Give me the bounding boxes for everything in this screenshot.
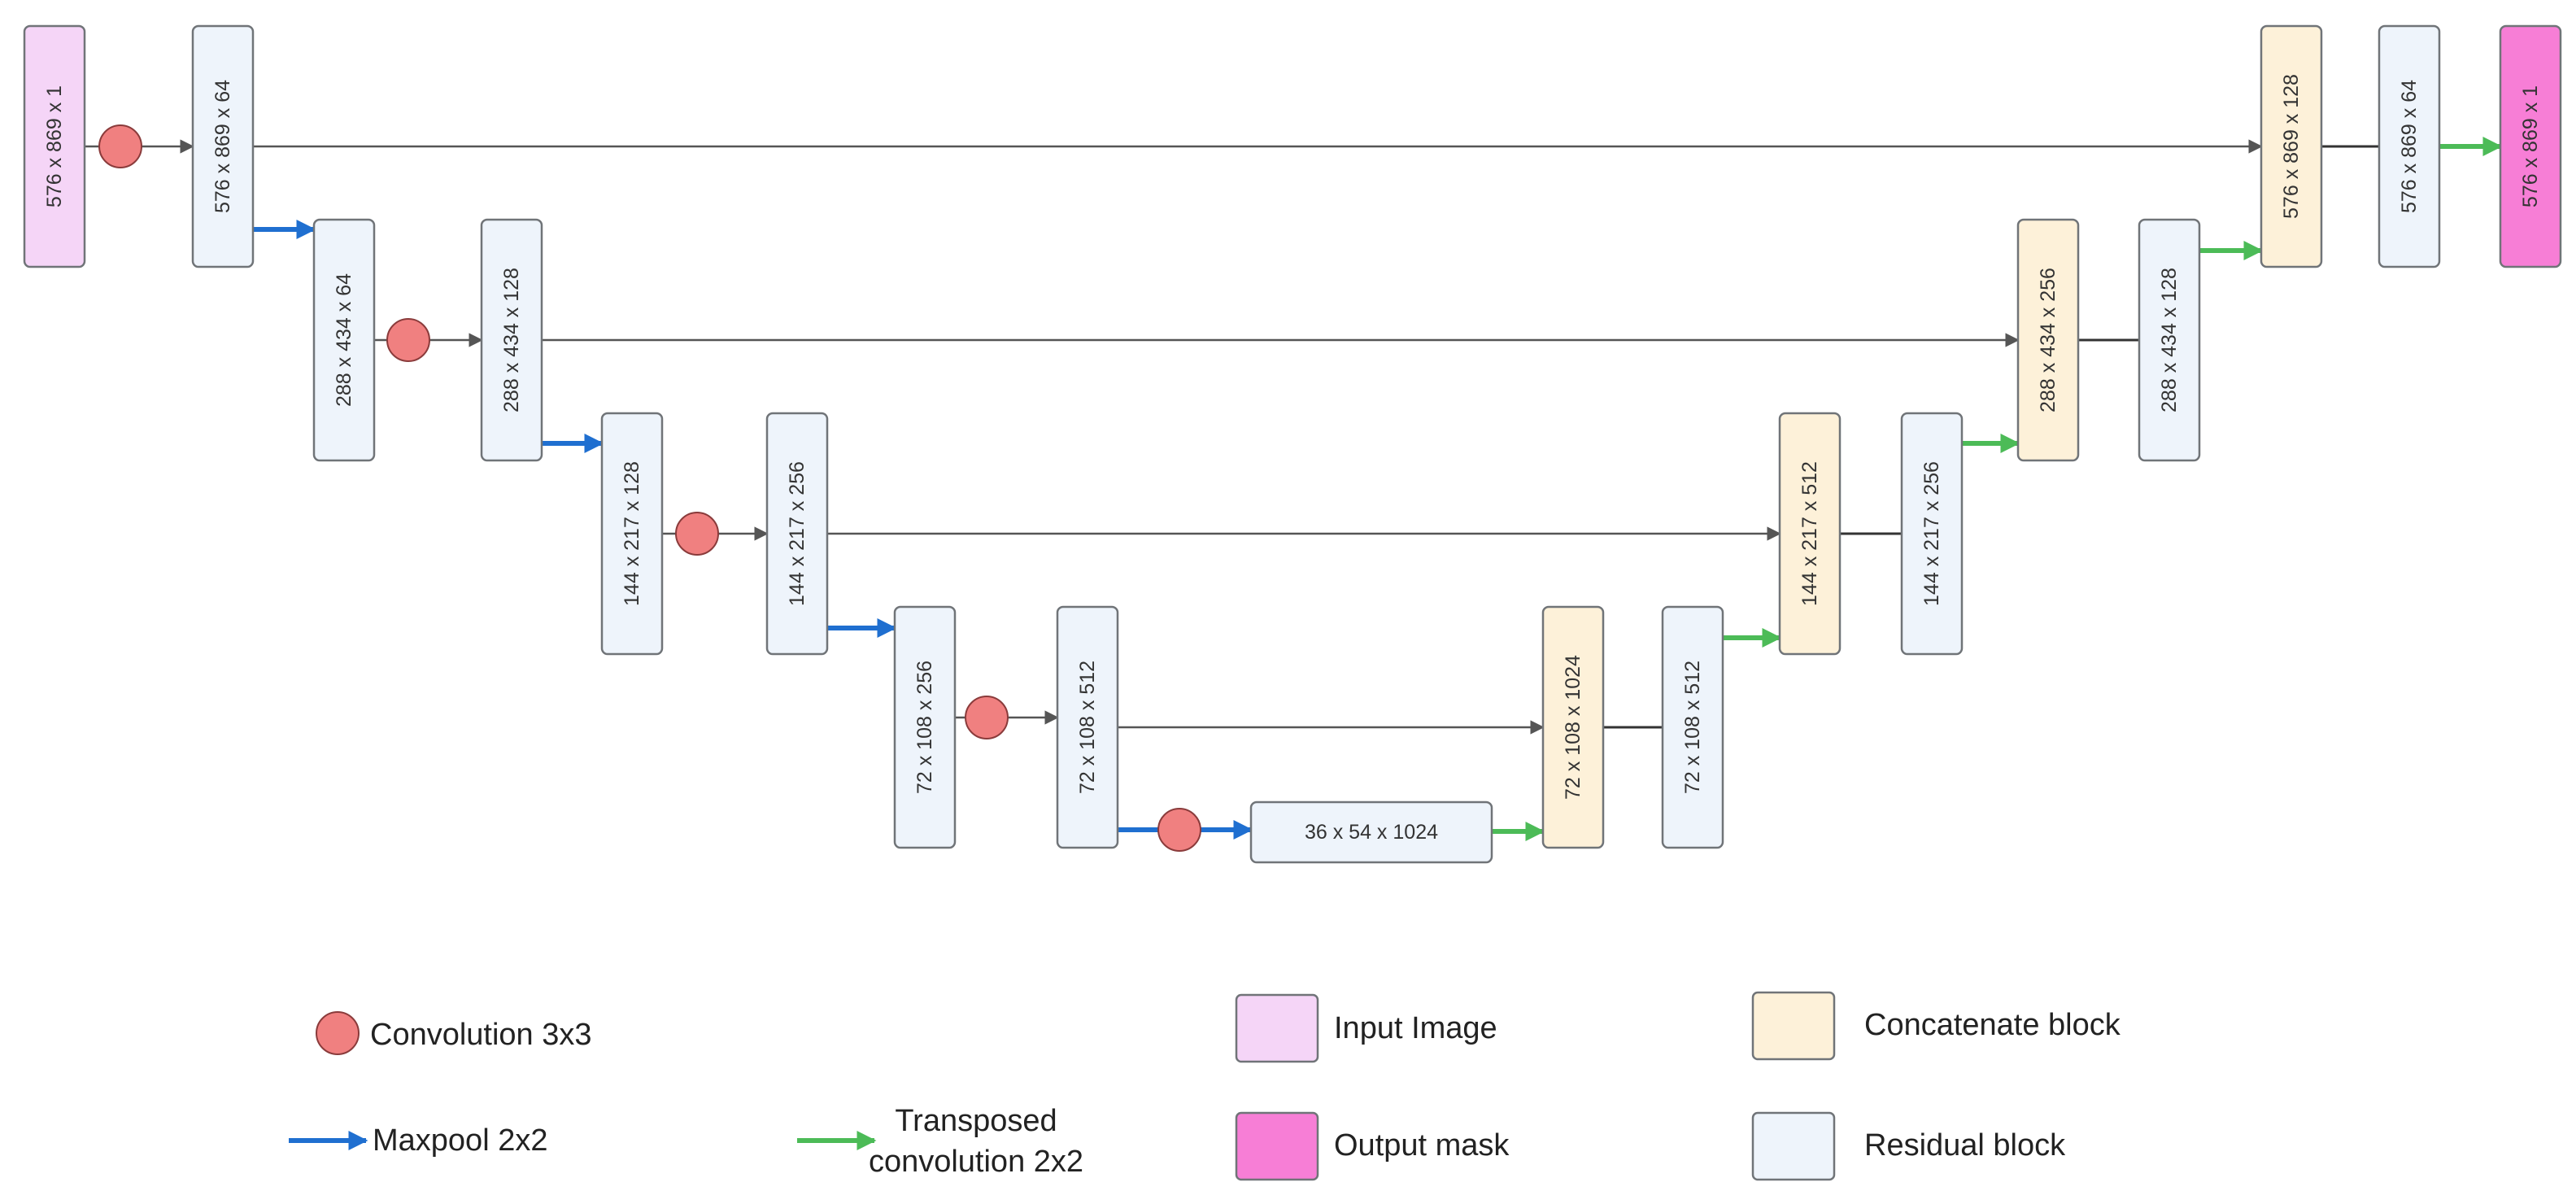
conv-icon-5 xyxy=(1157,808,1201,852)
block-residual: 72 x 108 x 512 xyxy=(1661,605,1724,849)
block-label: 36 x 54 x 1024 xyxy=(1305,821,1438,844)
legend-convolution-icon xyxy=(316,1011,360,1055)
block-concat: 144 x 217 x 512 xyxy=(1778,412,1842,656)
block-label: 576 x 869 x 64 xyxy=(211,80,234,213)
block-label: 144 x 217 x 128 xyxy=(621,461,643,606)
block-residual: 144 x 217 x 256 xyxy=(1900,412,1964,656)
legend-transposed-label-line1: Transposed xyxy=(895,1104,1057,1138)
block-label: 72 x 108 x 256 xyxy=(913,661,936,794)
block-residual-rect xyxy=(312,218,376,462)
block-residual-rect xyxy=(480,218,543,462)
block-residual: 72 x 108 x 256 xyxy=(893,605,957,849)
block-label: 72 x 108 x 1024 xyxy=(1562,655,1584,800)
legend-concat-label: Concatenate block xyxy=(1864,1008,2121,1042)
block-residual-rect xyxy=(600,412,664,656)
block-label: 288 x 434 x 128 xyxy=(2158,268,2181,412)
block-residual-rect xyxy=(2138,218,2201,462)
block-label: 576 x 869 x 1 xyxy=(43,85,66,207)
block-residual-rect xyxy=(765,412,829,656)
conv-icon-2 xyxy=(386,318,430,362)
block-residual: 576 x 869 x 64 xyxy=(191,24,255,268)
block-residual-rect xyxy=(1056,605,1119,849)
legend-concat-swatch xyxy=(1751,991,1836,1061)
legend-transposed-label-line2: convolution 2x2 xyxy=(869,1145,1083,1179)
block-residual-rect xyxy=(1249,800,1493,864)
block-input: 576 x 869 x 1 xyxy=(23,24,86,268)
block-output-rect xyxy=(2499,24,2562,268)
legend-residual-label: Residual block xyxy=(1864,1128,2066,1163)
block-residual: 576 x 869 x 64 xyxy=(2378,24,2441,268)
block-residual-rect xyxy=(1900,412,1964,656)
block-residual: 144 x 217 x 256 xyxy=(765,412,829,656)
block-concat: 288 x 434 x 256 xyxy=(2016,218,2080,462)
conv-icon-3 xyxy=(675,512,719,556)
legend-input-swatch xyxy=(1235,993,1319,1063)
block-input-rect xyxy=(23,24,86,268)
legend-maxpool-label: Maxpool 2x2 xyxy=(373,1123,547,1158)
block-concat: 72 x 108 x 1024 xyxy=(1541,605,1605,849)
block-concat: 576 x 869 x 128 xyxy=(2260,24,2323,268)
block-residual: 72 x 108 x 512 xyxy=(1056,605,1119,849)
blocks: 576 x 869 x 1 576 x 869 x 64 288 x 434 x 6… xyxy=(23,24,2562,864)
block-concat-rect xyxy=(1778,412,1842,656)
block-residual: 288 x 434 x 128 xyxy=(480,218,543,462)
legend-input-label: Input Image xyxy=(1334,1011,1497,1045)
block-residual: 288 x 434 x 64 xyxy=(312,218,376,462)
block-label: 288 x 434 x 128 xyxy=(500,268,523,412)
legend-output-swatch xyxy=(1235,1111,1319,1181)
block-residual: 288 x 434 x 128 xyxy=(2138,218,2201,462)
block-label: 288 x 434 x 256 xyxy=(2037,268,2059,412)
block-label: 288 x 434 x 64 xyxy=(333,273,355,407)
block-concat-rect xyxy=(2016,218,2080,462)
connections xyxy=(85,124,2503,852)
block-label: 144 x 217 x 256 xyxy=(1920,461,1943,606)
legend-residual-swatch xyxy=(1751,1111,1836,1181)
block-residual-rect xyxy=(191,24,255,268)
legend-convolution-label: Convolution 3x3 xyxy=(370,1018,592,1052)
conv-icon-4 xyxy=(965,696,1009,739)
block-label: 144 x 217 x 256 xyxy=(786,461,809,606)
block-concat-rect xyxy=(2260,24,2323,268)
block-label: 576 x 869 x 1 xyxy=(2519,85,2542,207)
block-residual-rect xyxy=(893,605,957,849)
block-label: 576 x 869 x 64 xyxy=(2398,80,2421,213)
block-label: 72 x 108 x 512 xyxy=(1076,661,1099,794)
legend: Convolution 3x3 Maxpool 2x2 Transposed c… xyxy=(289,991,2121,1181)
block-label: 72 x 108 x 512 xyxy=(1681,661,1704,794)
block-concat-rect xyxy=(1541,605,1605,849)
block-label: 576 x 869 x 128 xyxy=(2280,74,2303,219)
block-residual-rect xyxy=(1661,605,1724,849)
block-residual-rect xyxy=(2378,24,2441,268)
block-output: 576 x 869 x 1 xyxy=(2499,24,2562,268)
conv-icon-1 xyxy=(98,124,142,168)
block-residual: 144 x 217 x 128 xyxy=(600,412,664,656)
legend-output-label: Output mask xyxy=(1334,1128,1510,1163)
block-label: 144 x 217 x 512 xyxy=(1798,461,1821,606)
block-residual: 36 x 54 x 1024 xyxy=(1249,800,1493,864)
